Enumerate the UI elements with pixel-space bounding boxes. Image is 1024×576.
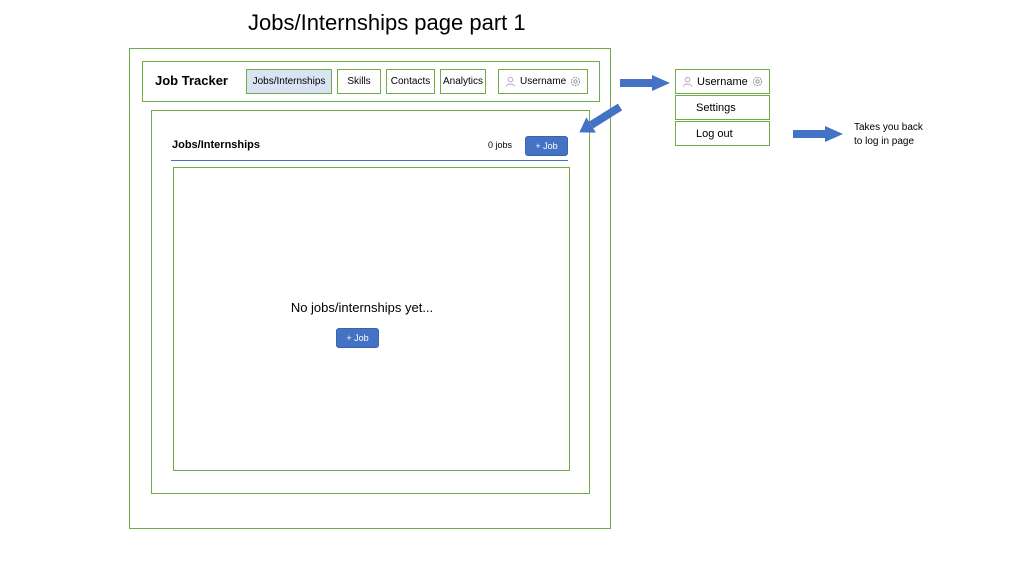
gear-icon	[570, 76, 581, 87]
menu-item-settings[interactable]: Settings	[675, 95, 770, 120]
arrow-to-note	[793, 126, 843, 142]
user-menu-button[interactable]: Username	[498, 69, 588, 94]
job-count: 0 jobs	[488, 140, 513, 150]
menu-item-logout[interactable]: Log out	[675, 121, 770, 146]
arrow-to-dropdown	[620, 75, 670, 91]
dropdown-user-header[interactable]: Username	[675, 69, 770, 94]
navbar	[142, 61, 600, 102]
brand-logo: Job Tracker	[155, 73, 228, 88]
annotation-arrows	[579, 75, 843, 142]
arrow-from-user-menu	[579, 103, 623, 133]
section-title: Jobs/Internships	[172, 139, 261, 151]
slide-title: Jobs/Internships page part 1	[248, 10, 526, 35]
logout-note: Takes you back to log in page	[854, 122, 923, 147]
tab-analytics[interactable]: Analytics	[440, 69, 486, 94]
content-panel	[151, 110, 590, 494]
tab-jobs-internships[interactable]: Jobs/Internships	[246, 69, 332, 94]
empty-state-message: No jobs/internships yet...	[290, 300, 434, 315]
dropdown-username: Username	[697, 75, 748, 88]
header-divider	[171, 160, 568, 161]
tab-skills[interactable]: Skills	[337, 69, 381, 94]
tab-contacts[interactable]: Contacts	[386, 69, 435, 94]
user-icon	[682, 76, 693, 87]
add-job-button[interactable]: + Job	[525, 136, 568, 156]
empty-add-job-button[interactable]: + Job	[336, 328, 379, 348]
page-frame	[129, 48, 611, 529]
jobs-list-area	[173, 167, 570, 471]
gear-icon	[752, 76, 763, 87]
user-icon	[505, 76, 516, 87]
username-label: Username	[520, 76, 567, 87]
